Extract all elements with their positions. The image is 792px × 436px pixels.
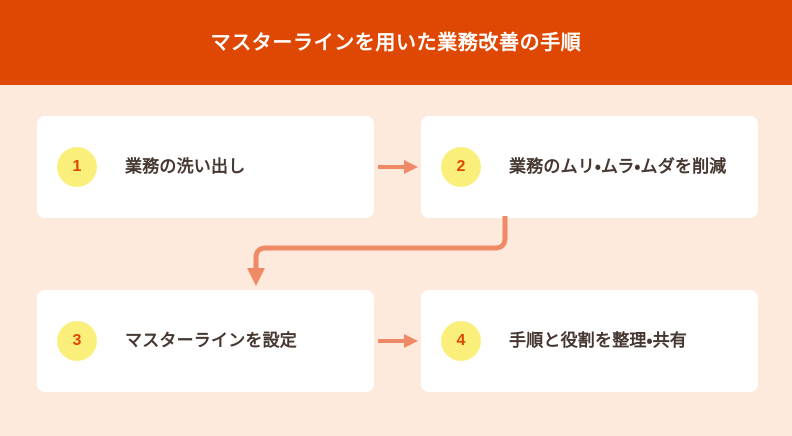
- step-label-3: マスターラインを設定: [125, 331, 297, 351]
- step-label-1: 業務の洗い出し: [125, 157, 246, 177]
- step-card-4[interactable]: 4 手順と役割を整理・共有: [421, 290, 758, 392]
- header-bar: マスターラインを用いた業務改善の手順: [0, 0, 792, 85]
- step-card-2[interactable]: 2 業務のムリ・ムラ・ムダを削減: [421, 116, 758, 218]
- arrow-right-icon-step1-to-step2: [378, 160, 418, 174]
- step-number-badge-1: 1: [57, 147, 97, 187]
- step-label-2: 業務のムリ・ムラ・ムダを削減: [509, 157, 727, 177]
- step-card-1[interactable]: 1 業務の洗い出し: [37, 116, 374, 218]
- page-title: マスターラインを用いた業務改善の手順: [210, 31, 582, 54]
- step-label-4: 手順と役割を整理・共有: [509, 331, 687, 351]
- step-number-badge-3: 3: [57, 321, 97, 361]
- step-number-badge-2: 2: [441, 147, 481, 187]
- arrow-elbow-icon-step2-to-step3: [247, 216, 508, 286]
- step-number-badge-4: 4: [441, 321, 481, 361]
- arrow-right-icon-step3-to-step4: [378, 334, 418, 348]
- step-card-3[interactable]: 3 マスターラインを設定: [37, 290, 374, 392]
